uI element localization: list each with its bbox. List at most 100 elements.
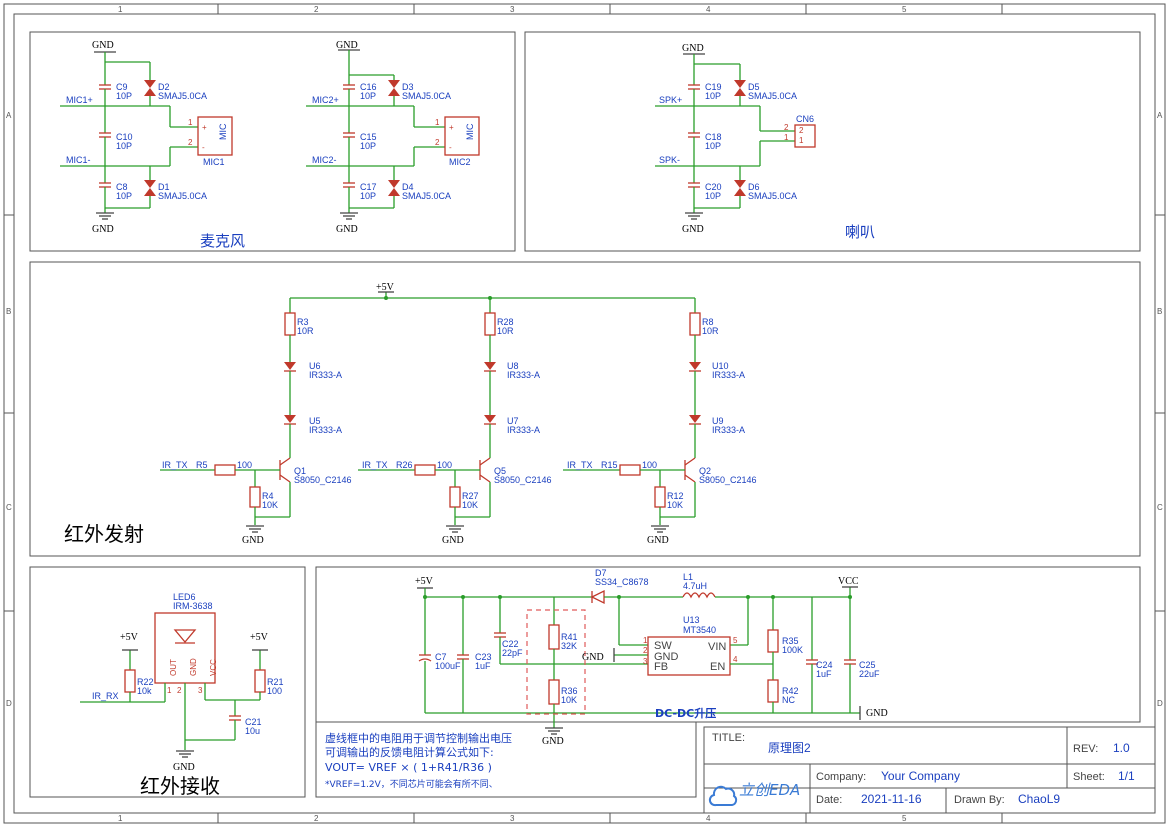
r3-value: 10R [297, 326, 314, 336]
dcdc-vcc: VCC [838, 576, 859, 587]
cn6-pin2: 2 [799, 126, 804, 135]
r15-label: R15 [601, 460, 618, 470]
c22-value: 22pF [502, 648, 523, 658]
d7-label: D7 [595, 568, 607, 578]
q5-label: Q5 [494, 466, 506, 476]
r8-label: R8 [702, 317, 714, 327]
ruler-col-1-bottom: 1 [118, 814, 123, 823]
irrx-p1: 1 [167, 686, 172, 695]
u7-value: IR333-A [507, 425, 540, 435]
r36-label: R36 [561, 686, 578, 696]
u6-label: U6 [309, 361, 321, 371]
dcdc-section-box [315, 566, 1141, 723]
c16-label: C16 [360, 82, 377, 92]
u8-value: IR333-A [507, 370, 540, 380]
mic1-plus: + [202, 123, 207, 132]
u13-sw: SW [654, 640, 672, 652]
c17-label: C17 [360, 182, 377, 192]
c24-value: 1uF [816, 669, 832, 679]
spk-gnd-bottom: GND [682, 224, 704, 235]
net-spk-plus: SPK+ [659, 95, 682, 105]
ruler-ticks [4, 4, 1165, 823]
d5-label: D5 [748, 82, 760, 92]
net-irtx-3: IR_TX [567, 460, 593, 470]
mic-section-box [29, 31, 516, 252]
irtx-gnd-1: GND [242, 535, 264, 546]
r4-label: R4 [262, 491, 274, 501]
c15-label: C15 [360, 132, 377, 142]
ruler-row-d-right: D [1157, 699, 1163, 708]
d5-value: SMAJ5.0CA [748, 91, 797, 101]
u8-label: U8 [507, 361, 519, 371]
c21-label: C21 [245, 717, 262, 727]
d3-label: D3 [402, 82, 414, 92]
ruler-row-a: A [6, 111, 12, 120]
d6-label: D6 [748, 182, 760, 192]
net-irrx: IR_RX [92, 691, 119, 701]
r21-label: R21 [267, 677, 284, 687]
r42-label: R42 [782, 686, 799, 696]
c25-value: 22uF [859, 669, 880, 679]
d3-value: SMAJ5.0CA [402, 91, 451, 101]
irtx-section-box [29, 261, 1141, 557]
notes-box [315, 721, 697, 798]
u5-label: U5 [309, 416, 321, 426]
d2-label: D2 [158, 82, 170, 92]
ruler-col-2-bottom: 2 [314, 814, 319, 823]
c18-label: C18 [705, 132, 722, 142]
ruler-row-c-right: C [1157, 503, 1163, 512]
mic2-gnd-top: GND [336, 40, 358, 51]
note-line-4: *VREF=1.2V，不同芯片可能会有所不同、 [325, 778, 498, 790]
mic1-circuit [60, 51, 233, 220]
c17-value: 10P [360, 191, 376, 201]
ruler-row-b-right: B [1157, 307, 1162, 316]
r42-value: NC [782, 695, 795, 705]
c20-label: C20 [705, 182, 722, 192]
tb-rev-label: REV: [1073, 743, 1098, 755]
u13-fb: FB [654, 661, 668, 673]
u13-p3: 3 [643, 657, 648, 666]
r36-value: 10K [561, 695, 577, 705]
d7-value: SS34_C8678 [595, 577, 649, 587]
tb-date-label: Date: [816, 794, 842, 806]
c21-value: 10u [245, 726, 260, 736]
d2-value: SMAJ5.0CA [158, 91, 207, 101]
r22-value: 10k [137, 686, 152, 696]
tb-drawn-label: Drawn By: [954, 794, 1005, 806]
u10-value: IR333-A [712, 370, 745, 380]
irtx-5v: +5V [376, 282, 395, 293]
irtx-gnd-2: GND [442, 535, 464, 546]
u9-label: U9 [712, 416, 724, 426]
r27-value: 10K [462, 500, 478, 510]
tb-date: 2021-11-16 [861, 792, 922, 806]
c19-label: C19 [705, 82, 722, 92]
tb-company-label: Company: [816, 771, 866, 783]
r28-label: R28 [497, 317, 514, 327]
r15-value: 100 [642, 460, 657, 470]
d6-value: SMAJ5.0CA [748, 191, 797, 201]
tb-title-label: TITLE: [712, 732, 745, 744]
u13-p1: 1 [643, 636, 648, 645]
mic-section-title: 麦克风 [200, 232, 245, 250]
c23-value: 1uF [475, 661, 491, 671]
title-block [703, 726, 1156, 814]
ruler-row-d: D [6, 699, 12, 708]
irtx-circuit [160, 291, 701, 533]
led6-label: LED6 [173, 592, 196, 602]
note-line-2: 可调输出的反馈电阻计算公式如下: [325, 745, 494, 759]
r4-value: 10K [262, 500, 278, 510]
d4-value: SMAJ5.0CA [402, 191, 451, 201]
dcdc-5v: +5V [415, 576, 434, 587]
irrx-5v-2: +5V [250, 632, 269, 643]
net-spk-minus: SPK- [659, 155, 680, 165]
ruler-row-a-right: A [1157, 111, 1163, 120]
r21-value: 100 [267, 686, 282, 696]
dcdc-gnd-bottom: GND [542, 736, 564, 747]
speaker-circuit [655, 53, 816, 220]
mic1-gnd-bottom: GND [92, 224, 114, 235]
tb-drawn: ChaoL9 [1018, 792, 1060, 806]
r41-value: 32K [561, 641, 577, 651]
net-irtx-2: IR_TX [362, 460, 388, 470]
irrx-vcc-pin: VCC [209, 659, 218, 676]
irrx-gnd: GND [173, 762, 195, 773]
